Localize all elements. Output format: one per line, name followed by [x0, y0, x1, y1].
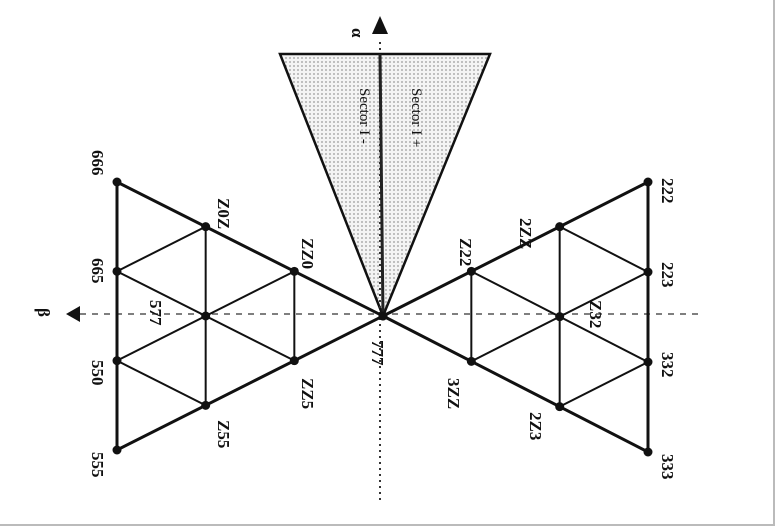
- right-triangle-vertex-dot: [643, 447, 653, 457]
- right-vertex-label: 222: [658, 178, 677, 204]
- left-triangle-grid-line: [116, 314, 384, 452]
- left-vertex-label: 550: [88, 360, 107, 386]
- left-vertex-label: Z55: [214, 420, 233, 448]
- left-triangle-vertex-dot: [112, 356, 122, 366]
- right-vertex-label: Z32: [586, 300, 605, 328]
- center-label: 777: [368, 340, 387, 366]
- right-vertex-label: Z22: [456, 238, 475, 266]
- left-triangle-vertex-dot: [112, 177, 122, 187]
- right-triangle-grid-line: [382, 180, 649, 318]
- left-triangle-vertex-dot: [289, 356, 299, 366]
- right-vertex-label: 223: [658, 262, 677, 288]
- beta-label: β: [34, 308, 53, 317]
- left-triangle-grid-line: [116, 225, 207, 273]
- right-triangle-grid-line: [382, 314, 649, 454]
- right-triangle-vertex-dot: [466, 266, 476, 276]
- left-vertex-label: 555: [88, 452, 107, 478]
- right-triangle-grid-line: [559, 225, 649, 273]
- left-triangle-vertex-dot: [201, 400, 211, 410]
- left-vertex-label: Z0Z: [214, 198, 233, 229]
- right-triangle-vertex-dot: [378, 311, 388, 321]
- right-triangle-grid-line: [559, 361, 649, 408]
- right-vertex-label: 333: [658, 454, 677, 480]
- right-vertex-label: 3ZZ: [444, 378, 463, 409]
- left-vertex-label: ZZ0: [298, 238, 317, 269]
- left-triangle-vertex-dot: [289, 266, 299, 276]
- right-triangle-vertex-dot: [555, 222, 565, 232]
- alpha-label: α: [348, 28, 367, 38]
- left-vertex-label: 577: [146, 300, 165, 326]
- right-triangle-vertex-dot: [643, 177, 653, 187]
- left-triangle-vertex-dot: [112, 266, 122, 276]
- sector-wedge: [278, 52, 492, 320]
- left-triangle-vertex-dot: [112, 445, 122, 455]
- right-triangle-vertex-dot: [555, 312, 565, 322]
- right-triangle-vertex-dot: [643, 357, 653, 367]
- alpha-axis-solid: [378, 53, 385, 317]
- beta-arrow-icon: [66, 306, 80, 322]
- left-vertex-label: 665: [88, 258, 107, 284]
- right-vertex-label: 332: [658, 352, 677, 378]
- right-triangle-vertex-dot: [555, 402, 565, 412]
- sector-plus-label: Sector I +: [408, 88, 424, 147]
- right-triangle-vertex-dot: [643, 267, 653, 277]
- left-triangle-grid-line: [116, 180, 384, 318]
- right-triangle-vertex-dot: [466, 356, 476, 366]
- right-vertex-label: 2ZZ: [516, 218, 535, 249]
- alpha-arrow-icon: [372, 16, 388, 34]
- left-triangle-vertex-dot: [201, 311, 211, 321]
- right-vertex-label: 2Z3: [526, 412, 545, 440]
- left-vertex-label: ZZ5: [298, 378, 317, 409]
- left-triangle-grid-line: [116, 359, 207, 407]
- sector-minus-label: Sector I -: [356, 88, 372, 144]
- left-triangle-vertex-dot: [201, 222, 211, 232]
- left-vertex-label: 666: [88, 150, 107, 176]
